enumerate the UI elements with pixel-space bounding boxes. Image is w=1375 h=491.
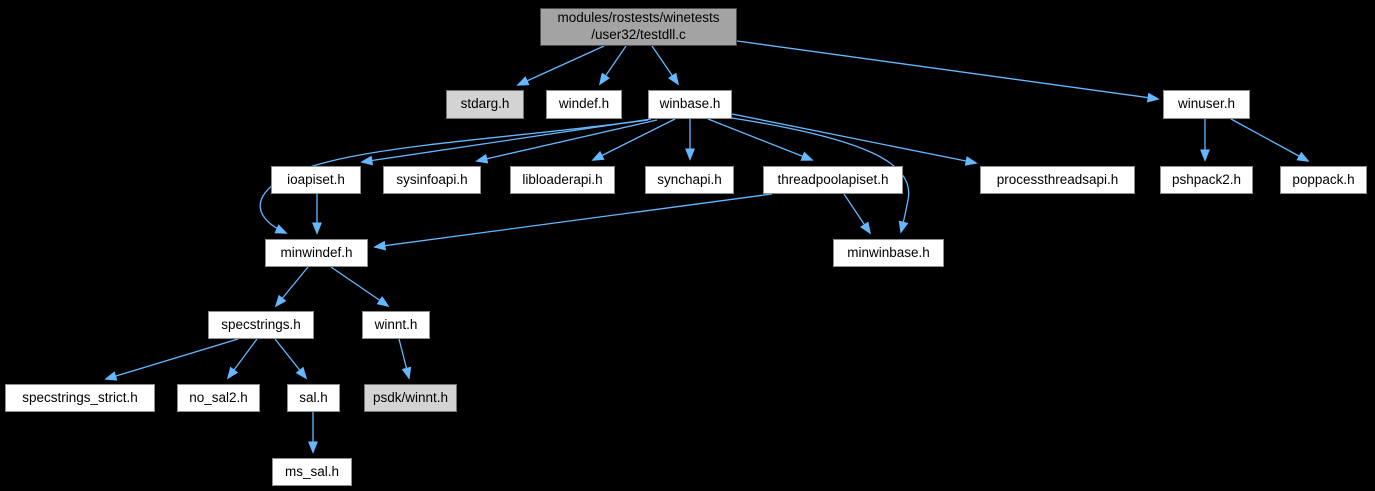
edge-root-stdarg: [516, 45, 605, 86]
edge-winbase-processthreads: [731, 113, 978, 166]
edge-minwindef-specstrings: [274, 266, 309, 308]
edge-specstrings-nosal2: [226, 338, 258, 380]
node-poppack-h[interactable]: poppack.h: [1280, 166, 1367, 194]
edge-specstrings-sal: [274, 338, 308, 380]
node-specstrings-strict-h[interactable]: specstrings_strict.h: [5, 384, 155, 412]
edge-root-windef: [598, 45, 627, 86]
node-winnt-h[interactable]: winnt.h: [362, 311, 430, 339]
edge-winbase-sysinfoapi: [475, 119, 658, 164]
node-minwinbase-h[interactable]: minwinbase.h: [833, 239, 944, 267]
edge-winuser-poppack: [1230, 118, 1310, 162]
edge-winnt-psdkwinnt: [398, 338, 412, 380]
edge-winbase-libloaderapi: [591, 118, 676, 161]
node-winbase-h[interactable]: winbase.h: [648, 90, 732, 119]
node-specstrings-h[interactable]: specstrings.h: [208, 311, 314, 339]
node-psdk-winnt-h[interactable]: psdk/winnt.h: [364, 384, 457, 412]
node-pshpack2-h[interactable]: pshpack2.h: [1160, 166, 1253, 194]
edge-minwindef-winnt: [330, 266, 390, 308]
node-ioapiset-h[interactable]: ioapiset.h: [271, 166, 361, 194]
edge-winbase-threadpool: [707, 118, 814, 161]
node-windef-h[interactable]: windef.h: [546, 90, 622, 119]
node-sal-h[interactable]: sal.h: [287, 384, 340, 412]
edge-winbase-minwindef: [259, 119, 649, 234]
node-threadpoolapiset-h[interactable]: threadpoolapiset.h: [763, 166, 903, 194]
node-sysinfoapi-h[interactable]: sysinfoapi.h: [383, 166, 481, 194]
node-synchapi-h[interactable]: synchapi.h: [645, 166, 734, 194]
edge-threadpool-minwindef: [373, 193, 773, 251]
edge-winbase-minwinbase: [731, 117, 910, 234]
node-processthreadsapi-h[interactable]: processthreadsapi.h: [980, 166, 1135, 194]
node-minwindef-h[interactable]: minwindef.h: [265, 239, 368, 267]
node-stdarg-h[interactable]: stdarg.h: [446, 90, 524, 119]
edge-specstrings-strict: [104, 338, 239, 381]
node-libloaderapi-h[interactable]: libloaderapi.h: [510, 166, 615, 194]
edge-root-winbase: [651, 45, 680, 86]
node-ms-sal-h[interactable]: ms_sal.h: [272, 458, 352, 486]
edge-threadpool-minwinbase: [843, 193, 872, 235]
node-root-testdll-c: modules/rostests/winetests /user32/testd…: [540, 8, 737, 46]
node-no-sal2-h[interactable]: no_sal2.h: [177, 384, 260, 412]
edge-root-winuser: [736, 40, 1160, 103]
node-winuser-h[interactable]: winuser.h: [1163, 90, 1250, 119]
